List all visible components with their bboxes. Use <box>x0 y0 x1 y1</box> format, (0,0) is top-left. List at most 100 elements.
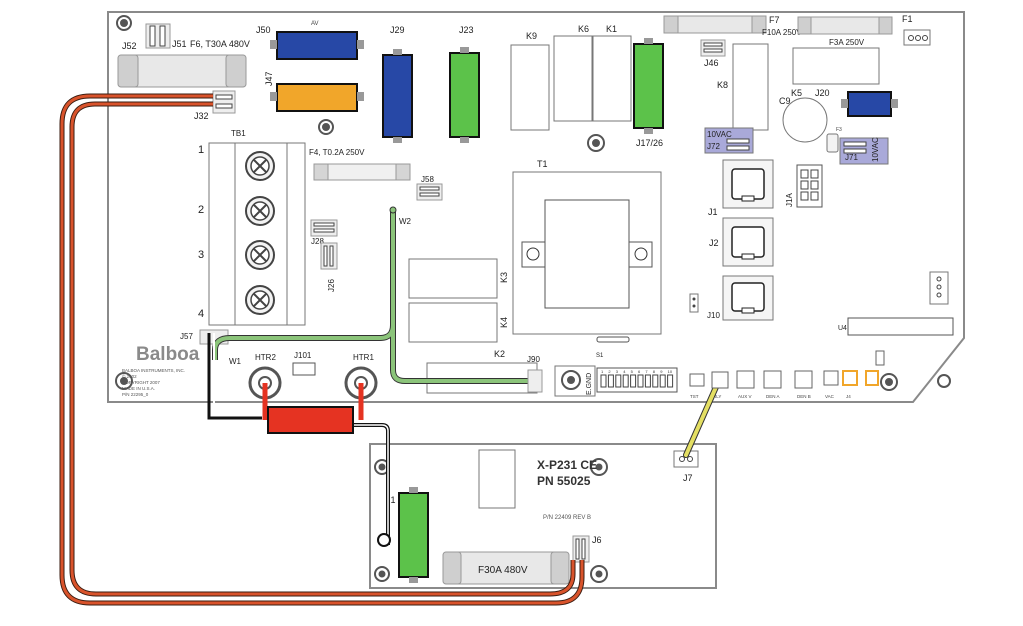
terminal-number: 3 <box>198 249 204 261</box>
f7-label: F7 <box>769 15 780 25</box>
k2-label: K2 <box>494 349 505 359</box>
dip-number: 6 <box>638 369 641 374</box>
j71-vac-label: 10VAC <box>871 137 880 162</box>
f30a-label: F30A 480V <box>478 565 528 576</box>
terminal-number: 1 <box>198 144 204 156</box>
j23-label: J23 <box>459 25 474 35</box>
j26-connector <box>320 242 338 270</box>
j72-label: J72 <box>707 142 720 151</box>
j1-label: J1 <box>708 207 718 217</box>
transformer-t1 <box>512 171 662 335</box>
expansion-j1-label: J1 <box>386 495 396 505</box>
fuse-f7 <box>663 15 767 34</box>
bottom-connector-label: DEN A <box>766 394 780 399</box>
c9-label: C9 <box>779 96 791 106</box>
expansion-title: X-P231 CE <box>537 458 597 472</box>
wire-black <box>207 333 262 420</box>
j32-label: J32 <box>194 111 209 121</box>
terminal-number: 2 <box>198 204 204 216</box>
w2-label: W2 <box>399 217 412 226</box>
dip-key[interactable] <box>630 374 637 388</box>
dip-key[interactable] <box>659 374 666 388</box>
j17-26-connector <box>633 43 664 129</box>
fuse-f6 <box>117 54 247 88</box>
chip-u4 <box>847 317 954 336</box>
dip-number: 3 <box>616 369 619 374</box>
bottom-connector-label: AUX V <box>738 394 752 399</box>
jack-j1 <box>722 159 774 209</box>
t1-label: T1 <box>537 159 548 169</box>
j51-f6-label: F6, T30A 480V <box>190 39 250 49</box>
fuse-f4 <box>313 163 411 181</box>
dip-number: 8 <box>653 369 656 374</box>
logo: Balboa <box>136 344 200 365</box>
j17-26-label: J17/26 <box>636 138 663 148</box>
dip-key[interactable] <box>600 374 607 388</box>
j2-label: J2 <box>709 238 719 248</box>
j46-label: J46 <box>704 58 719 68</box>
s1-label: S1 <box>596 353 604 359</box>
dip-number: 1 <box>601 369 604 374</box>
j7-label: J7 <box>683 473 693 483</box>
k9-label: K9 <box>526 31 537 41</box>
dip-number: 4 <box>623 369 626 374</box>
dip-key[interactable] <box>637 374 644 388</box>
u4-label: U4 <box>838 325 847 332</box>
bottom-connector-label: DEN B <box>797 394 811 399</box>
fuse-f30a <box>442 551 570 585</box>
dip-key[interactable] <box>652 374 659 388</box>
j1a-label: J1A <box>785 193 794 207</box>
f4-label: F4, T0.2A 250V <box>309 148 365 157</box>
dip-number: 10 <box>668 369 673 374</box>
j58-connector <box>416 183 443 201</box>
fuse-f3a <box>797 16 893 35</box>
k1-label: K1 <box>606 24 617 34</box>
relay-k6 <box>553 35 593 122</box>
dip-key[interactable] <box>615 374 622 388</box>
dip-number: 2 <box>608 369 611 374</box>
j51-label: J51 <box>172 39 187 49</box>
expansion-mounting-holes <box>374 458 608 583</box>
j71-label: J71 <box>845 153 858 162</box>
j46-connector <box>700 39 726 57</box>
expansion-part-no: P/N 22409 REV B <box>543 515 591 521</box>
dip-key[interactable] <box>667 374 674 388</box>
j20-connector <box>847 91 892 117</box>
fuse-f3 <box>826 133 839 153</box>
htr1-label: HTR1 <box>353 353 374 362</box>
terminal-number: 4 <box>198 308 204 320</box>
jack-j10 <box>722 275 774 321</box>
k4-label: K4 <box>499 317 509 328</box>
expansion-pn: PN 55025 <box>537 474 591 488</box>
company-line: MADE IN U.S.A. <box>122 386 155 391</box>
terminal-screws <box>245 151 275 315</box>
capacitor-c9 <box>782 97 828 143</box>
bottom-connector-label: VAC <box>825 394 835 399</box>
jack-j2 <box>722 217 774 267</box>
f3a-label: F3A 250V <box>829 38 865 47</box>
dip-key[interactable] <box>607 374 614 388</box>
bottom-connectors <box>689 350 885 389</box>
k8-label: K8 <box>717 80 728 90</box>
av-label: AV <box>311 21 319 27</box>
dip-key[interactable] <box>622 374 629 388</box>
j10-label: J10 <box>707 311 720 320</box>
dip-key[interactable] <box>644 374 651 388</box>
j28-connector <box>310 219 338 237</box>
j29-label: J29 <box>390 25 405 35</box>
relay-k1 <box>592 35 632 122</box>
j58-label: J58 <box>421 175 434 184</box>
j72-vac-label: 10VAC <box>707 130 732 139</box>
f7-rating-label: F10A 250V <box>762 28 802 37</box>
w1-label: W1 <box>229 357 242 366</box>
dip-number: 7 <box>645 369 648 374</box>
j50-label: J50 <box>256 25 271 35</box>
j23-connector <box>449 52 480 138</box>
dip-number: 9 <box>660 369 663 374</box>
j6-connector <box>572 535 590 563</box>
j52-label: J52 <box>122 41 137 51</box>
j28-label: J28 <box>311 237 324 246</box>
